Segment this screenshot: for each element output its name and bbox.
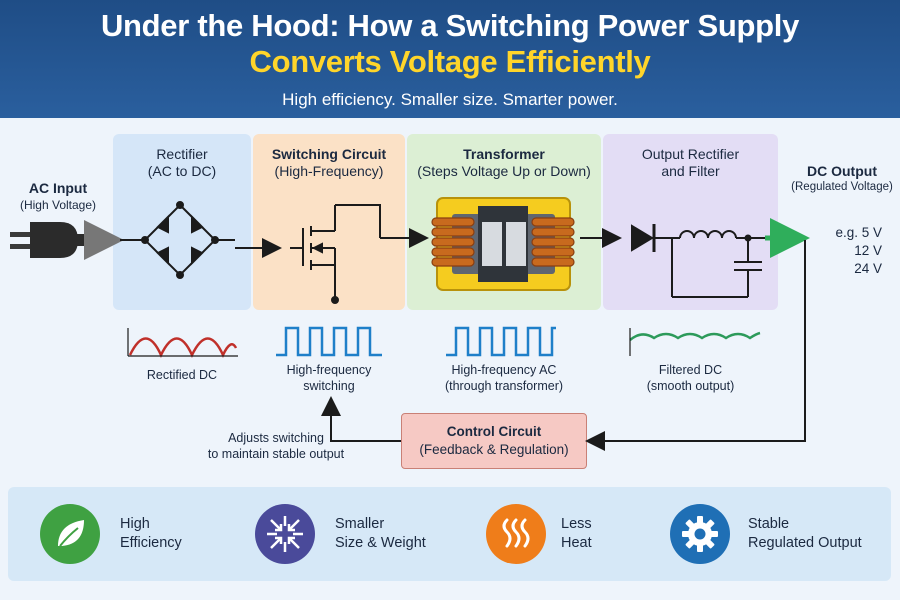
feature-efficiency-line1: High <box>120 516 150 532</box>
wave-label-switching-line1: High-frequency <box>286 363 372 377</box>
feature-efficiency-label: High Efficiency <box>120 515 182 553</box>
transformer-ac-wave <box>446 326 556 357</box>
wave-label-transformer: High-frequency AC (through transformer) <box>407 362 601 394</box>
compress-arrows-icon <box>267 516 303 552</box>
heat-waves-icon <box>502 518 530 548</box>
feature-heat-badge <box>486 504 546 564</box>
feature-size-label: Smaller Size & Weight <box>335 515 426 553</box>
feature-heat-label: Less Heat <box>561 515 592 553</box>
dc-output-label: DC Output (Regulated Voltage) <box>784 163 900 193</box>
feature-heat-line1: Less <box>561 516 592 532</box>
features-bar <box>8 487 891 581</box>
feedback-line-output <box>585 240 806 451</box>
header-banner: Under the Hood: How a Switching Power Su… <box>0 0 900 118</box>
voltage-24v: 24 V <box>854 261 882 276</box>
feature-size-line1: Smaller <box>335 516 385 532</box>
control-circuit-subtitle: (Feedback & Regulation) <box>419 442 569 457</box>
ac-input-label: AC Input (High Voltage) <box>8 180 108 212</box>
ac-plug-icon <box>10 220 124 260</box>
stage-rectifier-title: Rectifier <box>156 146 208 162</box>
rectified-dc-wave <box>128 337 238 358</box>
filtered-dc-wave <box>629 331 761 341</box>
wave-label-filtered-line2: (smooth output) <box>646 379 735 393</box>
leaf-icon <box>58 520 84 547</box>
feature-efficiency-line2: Efficiency <box>120 535 182 551</box>
switching-square-wave <box>276 326 382 357</box>
gear-icon <box>682 516 718 552</box>
dc-output-title: DC Output <box>807 163 877 179</box>
feature-stable-line1: Stable <box>748 516 790 532</box>
ac-input-subtitle: (High Voltage) <box>19 198 97 212</box>
filter-circuit-icon <box>631 224 765 298</box>
wave-label-switching-line2: switching <box>303 379 355 393</box>
stage-filter-subtitle: and Filter <box>661 163 720 179</box>
feedback-line-switch <box>321 396 401 442</box>
wave-label-switching: High-frequency switching <box>253 362 405 394</box>
feature-size-line2: Size & Weight <box>335 535 426 551</box>
feedback-note-line2: to maintain stable output <box>207 447 345 461</box>
feedback-note: Adjusts switching to maintain stable out… <box>196 430 356 462</box>
bridge-rectifier-icon <box>120 201 235 279</box>
stage-rectifier-panel: Rectifier (AC to DC) <box>113 134 251 310</box>
stage-rectifier-subtitle: (AC to DC) <box>147 163 217 179</box>
wave-label-rectified-line1: Rectified DC <box>146 368 218 382</box>
feature-stable-label: Stable Regulated Output <box>748 515 862 553</box>
feedback-note-line1: Adjusts switching <box>228 431 324 445</box>
output-voltages: e.g. 5 V 12 V 24 V <box>812 224 882 278</box>
voltage-5v: e.g. 5 V <box>835 225 882 240</box>
wave-label-rectified: Rectified DC <box>113 367 251 383</box>
stage-transformer-subtitle: (Steps Voltage Up or Down) <box>417 163 591 179</box>
ac-input-title: AC Input <box>28 180 88 196</box>
stage-switching-subtitle: (High-Frequency) <box>274 163 384 179</box>
wave-label-filtered: Filtered DC (smooth output) <box>603 362 778 394</box>
stage-transformer-title: Transformer <box>463 146 545 162</box>
feature-heat-line2: Heat <box>561 535 592 551</box>
mosfet-switch-icon <box>290 204 381 304</box>
transformer-icon <box>431 197 575 291</box>
dc-output-subtitle: (Regulated Voltage) <box>791 181 893 193</box>
feature-stable-line2: Regulated Output <box>748 535 862 551</box>
voltage-12v: 12 V <box>854 243 882 258</box>
feature-efficiency-badge <box>40 504 100 564</box>
subtitle: High efficiency. Smaller size. Smarter p… <box>282 90 618 109</box>
feature-size-badge <box>255 504 315 564</box>
control-circuit-title: Control Circuit <box>446 424 542 439</box>
stage-switching-title: Switching Circuit <box>271 146 387 162</box>
stage-filter-title: Output Rectifier <box>641 146 740 162</box>
wave-label-transformer-line2: (through transformer) <box>444 379 564 393</box>
wave-label-filtered-line1: Filtered DC <box>658 363 723 377</box>
control-circuit-box: Control Circuit (Feedback & Regulation) <box>401 413 587 469</box>
title-line-1: Under the Hood: How a Switching Power Su… <box>100 8 800 43</box>
title-line-2: Converts Voltage Efficiently <box>249 44 651 79</box>
wave-label-transformer-line1: High-frequency AC <box>451 363 557 377</box>
feature-stable-badge <box>670 504 730 564</box>
